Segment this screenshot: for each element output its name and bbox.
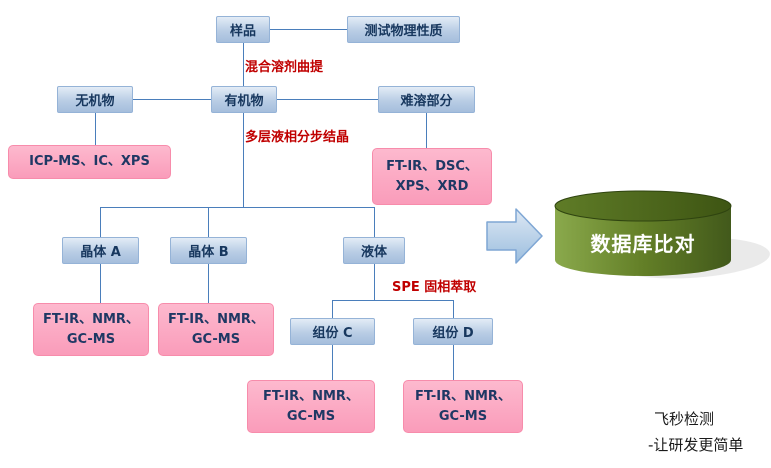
methods-crystal-a: FT-IR、NMR、 GC-MS xyxy=(33,303,149,356)
connector-line xyxy=(332,345,333,380)
connector-line xyxy=(100,264,101,303)
connector-line xyxy=(243,113,244,207)
watermark-line2: -让研发更简单 xyxy=(648,436,744,454)
label-spe-extraction: SPE 固相萃取 xyxy=(392,280,477,295)
node-crystal-a: 晶体 A xyxy=(62,237,139,264)
node-sample: 样品 xyxy=(216,16,270,43)
methods-component-d: FT-IR、NMR、 GC-MS xyxy=(403,380,523,433)
connector-line xyxy=(374,207,375,237)
connector-line xyxy=(332,300,453,301)
connector-line xyxy=(453,300,454,318)
connector-line xyxy=(133,99,211,100)
watermark-line1: 飞秒检测 xyxy=(654,410,715,428)
node-physical-test: 测试物理性质 xyxy=(347,16,460,43)
connector-line xyxy=(100,207,374,208)
connector-line xyxy=(332,300,333,318)
methods-insoluble: FT-IR、DSC、 XPS、XRD xyxy=(372,148,492,205)
connector-line xyxy=(208,207,209,237)
connector-line xyxy=(100,207,101,237)
methods-inorganic: ICP-MS、IC、XPS xyxy=(8,145,171,179)
methods-crystal-b: FT-IR、NMR、 GC-MS xyxy=(158,303,274,356)
node-inorganic: 无机物 xyxy=(57,86,133,113)
node-crystal-b: 晶体 B xyxy=(170,237,247,264)
node-organic: 有机物 xyxy=(211,86,277,113)
connector-line xyxy=(453,345,454,380)
connector-line xyxy=(374,264,375,300)
node-component-d: 组份 D xyxy=(413,318,493,345)
connector-line xyxy=(277,99,378,100)
connector-line xyxy=(208,264,209,303)
connector-line xyxy=(426,113,427,148)
methods-component-c: FT-IR、NMR、 GC-MS xyxy=(247,380,375,433)
node-insoluble: 难溶部分 xyxy=(378,86,475,113)
label-mixed-solvent-extraction: 混合溶剂曲提 xyxy=(245,60,324,75)
database-icon xyxy=(553,190,733,278)
label-stepwise-crystallization: 多层液相分步结晶 xyxy=(245,130,350,145)
connector-line xyxy=(243,43,244,86)
node-component-c: 组份 C xyxy=(290,318,375,345)
connector-line xyxy=(95,113,96,145)
connector-line xyxy=(269,29,347,30)
node-liquid: 液体 xyxy=(343,237,405,264)
flow-arrow-icon xyxy=(486,204,544,268)
database-label: 数据库比对 xyxy=(590,232,696,256)
